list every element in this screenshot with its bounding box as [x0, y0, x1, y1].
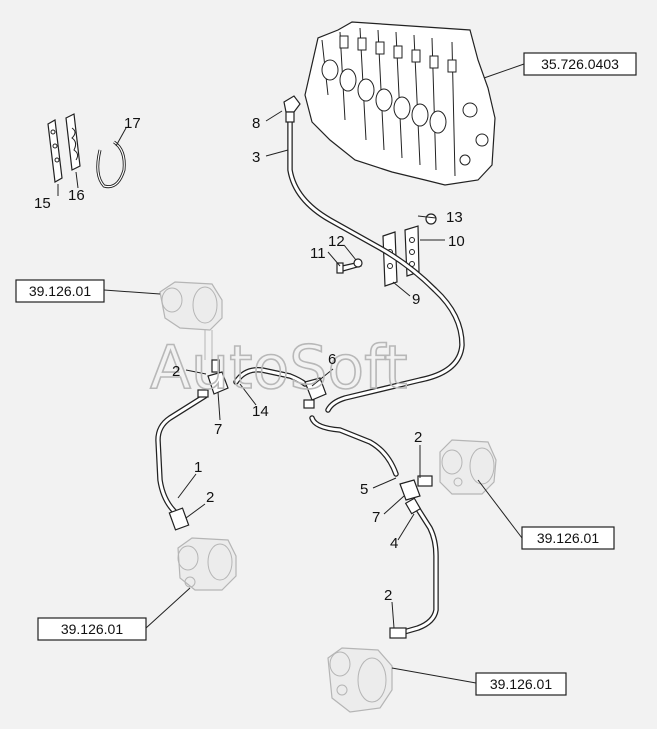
cylinder-right [439, 439, 497, 495]
watermark-text: AutoSoft [150, 333, 408, 403]
hose-clip-17 [96, 140, 126, 189]
callout-14: 14 [252, 403, 269, 420]
hose-14 [233, 367, 308, 387]
adapter-2-lower-left [168, 507, 190, 531]
ref-cylinder-upper-left: 39.126.01 [29, 283, 91, 299]
callout-9: 9 [412, 291, 420, 308]
control-valve-block [304, 21, 496, 186]
callout-10: 10 [448, 233, 465, 250]
nut-13 [425, 213, 437, 225]
callout-17: 17 [124, 115, 141, 132]
callout-3: 3 [252, 149, 260, 166]
fitting-4-top [404, 497, 422, 515]
callout-11: 11 [310, 245, 326, 262]
hose-1 [155, 393, 208, 515]
cylinder-lower-left [177, 537, 237, 591]
hose-4 [401, 503, 439, 635]
reference-leaders [103, 63, 525, 684]
callout-numbers: 8 3 17 15 16 13 10 12 11 9 2 6 7 14 1 2 … [34, 115, 465, 604]
callout-4: 4 [390, 535, 398, 552]
callout-1: 1 [194, 459, 202, 476]
ref-box-right: 39.126.01 [521, 526, 615, 550]
cylinder-upper-left [159, 281, 223, 360]
elbow-fitting-8 [283, 95, 301, 123]
hose-5 [309, 415, 399, 477]
clamp-half-16 [65, 113, 81, 171]
tee-fitting-6 [303, 377, 327, 409]
ref-box-upper-left: 39.126.01 [15, 279, 105, 303]
callout-5: 5 [360, 481, 368, 498]
ref-box-valve: 35.726.0403 [523, 52, 637, 76]
callout-2-right: 2 [414, 429, 422, 446]
ref-cylinder-bottom: 39.126.01 [490, 676, 552, 692]
callout-2-lower-left: 2 [206, 489, 214, 506]
ref-box-bottom: 39.126.01 [475, 672, 567, 696]
ref-valve-block: 35.726.0403 [541, 56, 619, 72]
callout-2-upper-left: 2 [172, 363, 180, 380]
callout-13: 13 [446, 209, 463, 226]
callout-12: 12 [328, 233, 345, 250]
washer-12 [353, 258, 363, 268]
clamp-bracket-9 [382, 231, 398, 287]
tee-fitting-7-left [197, 359, 229, 398]
callout-16: 16 [68, 187, 85, 204]
hose-3 [287, 117, 465, 413]
ref-box-lower-left: 39.126.01 [37, 617, 147, 641]
ref-cylinder-lower-left: 39.126.01 [61, 621, 123, 637]
adapter-2-bottom [389, 627, 407, 639]
callout-8: 8 [252, 115, 260, 132]
leader-lines [57, 110, 445, 629]
callout-6: 6 [328, 351, 336, 368]
clamp-half-15 [47, 119, 63, 183]
cylinder-bottom [327, 647, 393, 713]
adapter-2-right [417, 475, 433, 487]
callout-7-right: 7 [372, 509, 380, 526]
callout-7-left: 7 [214, 421, 222, 438]
tee-fitting-7-right [399, 479, 421, 501]
ref-cylinder-right: 39.126.01 [537, 530, 599, 546]
callout-2-bottom: 2 [384, 587, 392, 604]
callout-15: 15 [34, 195, 51, 212]
